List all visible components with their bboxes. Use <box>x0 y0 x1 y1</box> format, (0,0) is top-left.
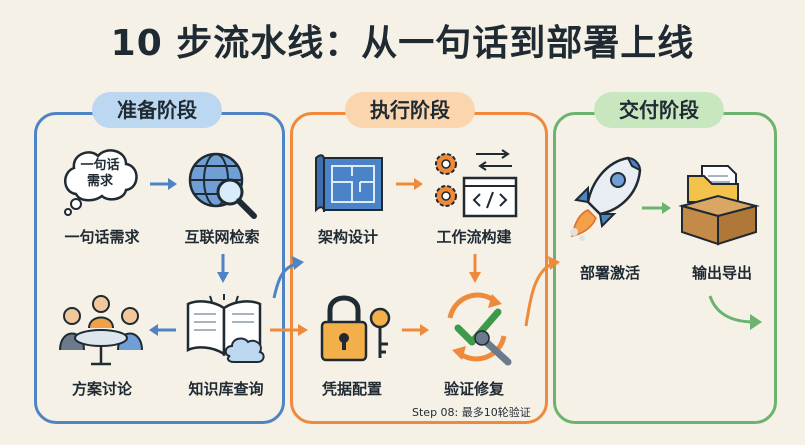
blueprint-icon <box>315 154 383 213</box>
step-label-requirement: 一句话需求 <box>64 228 140 246</box>
arrow-curve-up-icon <box>524 256 560 327</box>
step-label-web-search: 互联网检索 <box>184 228 260 246</box>
step-label-deploy: 部署激活 <box>579 264 640 282</box>
phase-label-prepare: 准备阶段 <box>92 92 222 128</box>
arrow-right-icon <box>402 324 429 336</box>
bubble-line-2: 需求 <box>86 174 113 189</box>
arrow-left-icon <box>149 324 176 336</box>
step-label-export: 输出导出 <box>691 264 752 282</box>
arrow-down-icon <box>469 254 481 283</box>
rocket-icon <box>570 156 642 241</box>
arrow-right-icon <box>150 178 177 190</box>
arrow-curve-right-icon <box>708 295 762 330</box>
step-label-credentials: 凭据配置 <box>321 380 382 398</box>
globe-search-icon <box>188 152 257 219</box>
step-label-architecture: 架构设计 <box>317 228 378 246</box>
arrow-curve-up-icon <box>272 256 304 299</box>
people-meeting-icon <box>59 295 143 366</box>
lock-key-icon <box>320 295 391 362</box>
book-cloud-icon <box>186 294 265 363</box>
arrow-down-icon <box>217 254 229 283</box>
page-title: 10 步流水线：从一句话到部署上线 <box>110 23 695 64</box>
arrow-right-icon <box>396 178 423 190</box>
thought-bubble-icon <box>64 149 138 216</box>
verification-note: Step 08: 最多10轮验证 <box>412 406 531 419</box>
step-label-workflow: 工作流构建 <box>436 228 512 246</box>
phase-label-exec: 执行阶段 <box>345 92 475 128</box>
arrow-right-icon <box>270 324 308 336</box>
step-label-verify-fix: 验证修复 <box>443 380 504 398</box>
step-label-knowledge-base: 知识库查询 <box>188 380 264 398</box>
check-wrench-icon <box>447 292 512 366</box>
bubble-text: 一句话 需求 <box>72 158 128 190</box>
phase-label-deliver: 交付阶段 <box>594 92 724 128</box>
step-label-discussion: 方案讨论 <box>71 380 132 398</box>
bubble-line-1: 一句话 <box>80 158 120 173</box>
arrow-right-icon <box>642 202 671 214</box>
gears-code-icon <box>435 149 518 218</box>
box-documents-icon <box>678 165 760 246</box>
